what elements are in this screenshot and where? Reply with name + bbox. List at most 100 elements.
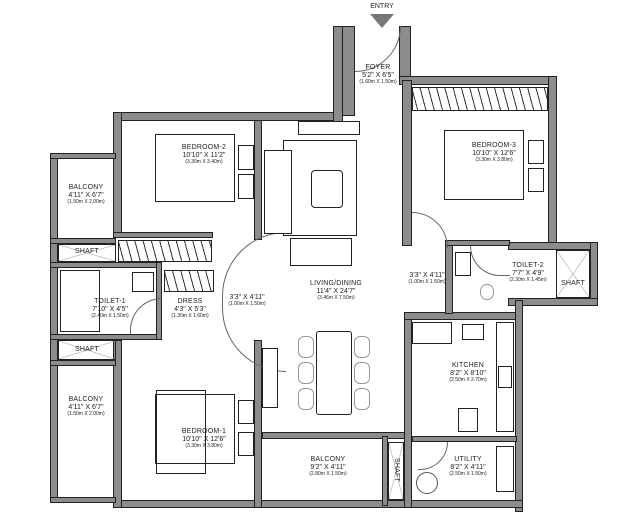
room-metric: (1.00m X 1.50m) — [408, 279, 446, 286]
room-dress: DRESS 4'3" X 5'3" (1.30m X 1.60m) — [164, 298, 216, 320]
wall — [262, 432, 412, 439]
room-toilet-1: TOILET-1 7'10" X 4'5" (2.40m X 1.50m) — [80, 298, 140, 320]
wall — [412, 436, 517, 442]
room-metric: (2.50m X 2.70m) — [449, 377, 487, 384]
bed — [444, 130, 524, 200]
room-metric: (1.50m X 2.00m) — [67, 411, 105, 418]
entry-arrow-icon — [370, 14, 394, 28]
room-bedroom-3: BEDROOM-3 10'10" X 12'6" (3.30m X 3.80m) — [458, 142, 530, 164]
shaft-area — [388, 442, 404, 500]
room-bedroom-1: BEDROOM-1 10'10" X 12'6" (3.30m X 3.80m) — [168, 428, 240, 450]
utility-sink — [496, 446, 514, 492]
wall — [515, 300, 523, 512]
room-metric: (2.80m X 1.50m) — [309, 471, 347, 478]
washbasin — [455, 252, 471, 276]
room-dim: 4'11" X 6'7" — [68, 404, 104, 412]
bedside-table — [238, 400, 254, 424]
room-kitchen: KITCHEN 8'2" X 8'10" (2.50m X 2.70m) — [440, 362, 496, 384]
shaft-area — [556, 250, 590, 298]
room-name: SHAFT — [393, 458, 401, 482]
room-dim: 9'2" X 4'11" — [310, 464, 346, 472]
console — [262, 348, 278, 408]
wall — [333, 26, 343, 122]
room-dim: 11'4" X 24'7" — [316, 288, 356, 296]
room-toilet-2: TOILET-2 7'7" X 4'9" (2.30m X 1.45m) — [506, 262, 550, 284]
toilet2-door[interactable] — [470, 246, 510, 276]
room-metric: (1.50m X 2.00m) — [67, 199, 105, 206]
room-name: TOILET-2 — [512, 262, 544, 269]
wall — [113, 112, 122, 238]
bedside-table — [238, 432, 254, 456]
tv-unit — [298, 121, 360, 135]
room-dim: 10'10" X 11'2" — [182, 152, 226, 160]
room-dim: 3'3" X 4'11" — [229, 294, 265, 301]
room-metric: (3.30m X 3.80m) — [185, 443, 223, 450]
room-name: DRESS — [177, 298, 203, 305]
room-metric: (1.60m X 1.50m) — [359, 79, 397, 86]
room-name: FOYER — [365, 64, 391, 71]
room-balcony-top: BALCONY 4'11" X 6'7" (1.50m X 2.00m) — [58, 184, 114, 206]
room-metric: (1.30m X 1.60m) — [171, 313, 209, 320]
room-name: SHAFT — [75, 346, 99, 353]
shaft-area — [58, 244, 116, 262]
kitchen-sink — [458, 408, 478, 432]
room-name: BEDROOM-2 — [181, 144, 227, 151]
room-name: TOILET-1 — [94, 298, 126, 305]
washbasin — [132, 272, 154, 292]
wall — [50, 497, 116, 503]
wall — [113, 112, 334, 121]
room-foyer: FOYER 5'2" X 6'5" (1.60m X 1.50m) — [350, 64, 406, 86]
chair — [298, 388, 314, 410]
coffee-table — [311, 170, 343, 208]
wall — [50, 360, 116, 366]
wall — [508, 298, 598, 306]
wall — [50, 153, 58, 503]
room-name: LIVING/DINING — [310, 280, 362, 287]
room-name: SHAFT — [75, 248, 99, 255]
room-metric: (2.40m X 1.50m) — [91, 313, 129, 320]
chair — [354, 388, 370, 410]
kitchen-counter — [462, 324, 484, 340]
room-name: UTILITY — [454, 456, 482, 463]
chair — [354, 362, 370, 384]
chair — [298, 362, 314, 384]
room-shaft-2: SHAFT — [62, 346, 112, 354]
room-name: BALCONY — [310, 456, 346, 463]
wall — [50, 262, 162, 268]
wall — [508, 242, 598, 250]
room-metric: (3.30m X 3.40m) — [185, 159, 223, 166]
kitchen-counter — [412, 322, 452, 344]
wc — [480, 284, 494, 300]
wardrobe — [118, 240, 212, 262]
room-dim: 5'2" X 6'5" — [362, 72, 394, 80]
bedroom3-door[interactable] — [412, 212, 448, 248]
wall — [404, 312, 516, 320]
bedside-table — [528, 140, 544, 164]
wall — [402, 80, 412, 246]
room-utility: UTILITY 8'2" X 4'11" (2.50m X 1.50m) — [440, 456, 496, 478]
passage-left: 3'3" X 4'11" (1.00m X 1.50m) — [220, 294, 274, 308]
wall — [590, 242, 598, 306]
washing-machine — [416, 472, 438, 494]
dining-table — [316, 331, 352, 415]
room-name: BEDROOM-3 — [471, 142, 517, 149]
bedside-table — [528, 168, 544, 192]
wall — [382, 436, 388, 506]
room-dim: 10'10" X 12'6" — [182, 436, 226, 444]
room-dim: 8'2" X 8'10" — [450, 370, 486, 378]
room-name: SHAFT — [561, 280, 585, 287]
bed — [155, 134, 235, 202]
sofa — [290, 238, 352, 266]
room-living-dining: LIVING/DINING 11'4" X 24'7" (3.46m X 7.5… — [298, 280, 374, 302]
room-name: BALCONY — [68, 184, 104, 191]
wall — [399, 76, 557, 85]
wall — [50, 238, 116, 244]
room-dim: 7'7" X 4'9" — [512, 270, 544, 278]
wardrobe — [412, 87, 548, 111]
passage-right: 3'3" X 4'11" (1.00m X 1.50m) — [402, 272, 452, 286]
room-dim: 10'10" X 12'6" — [472, 150, 516, 158]
hob-icon — [498, 366, 512, 388]
bed — [155, 394, 235, 464]
room-metric: (3.46m X 7.50m) — [317, 295, 355, 302]
